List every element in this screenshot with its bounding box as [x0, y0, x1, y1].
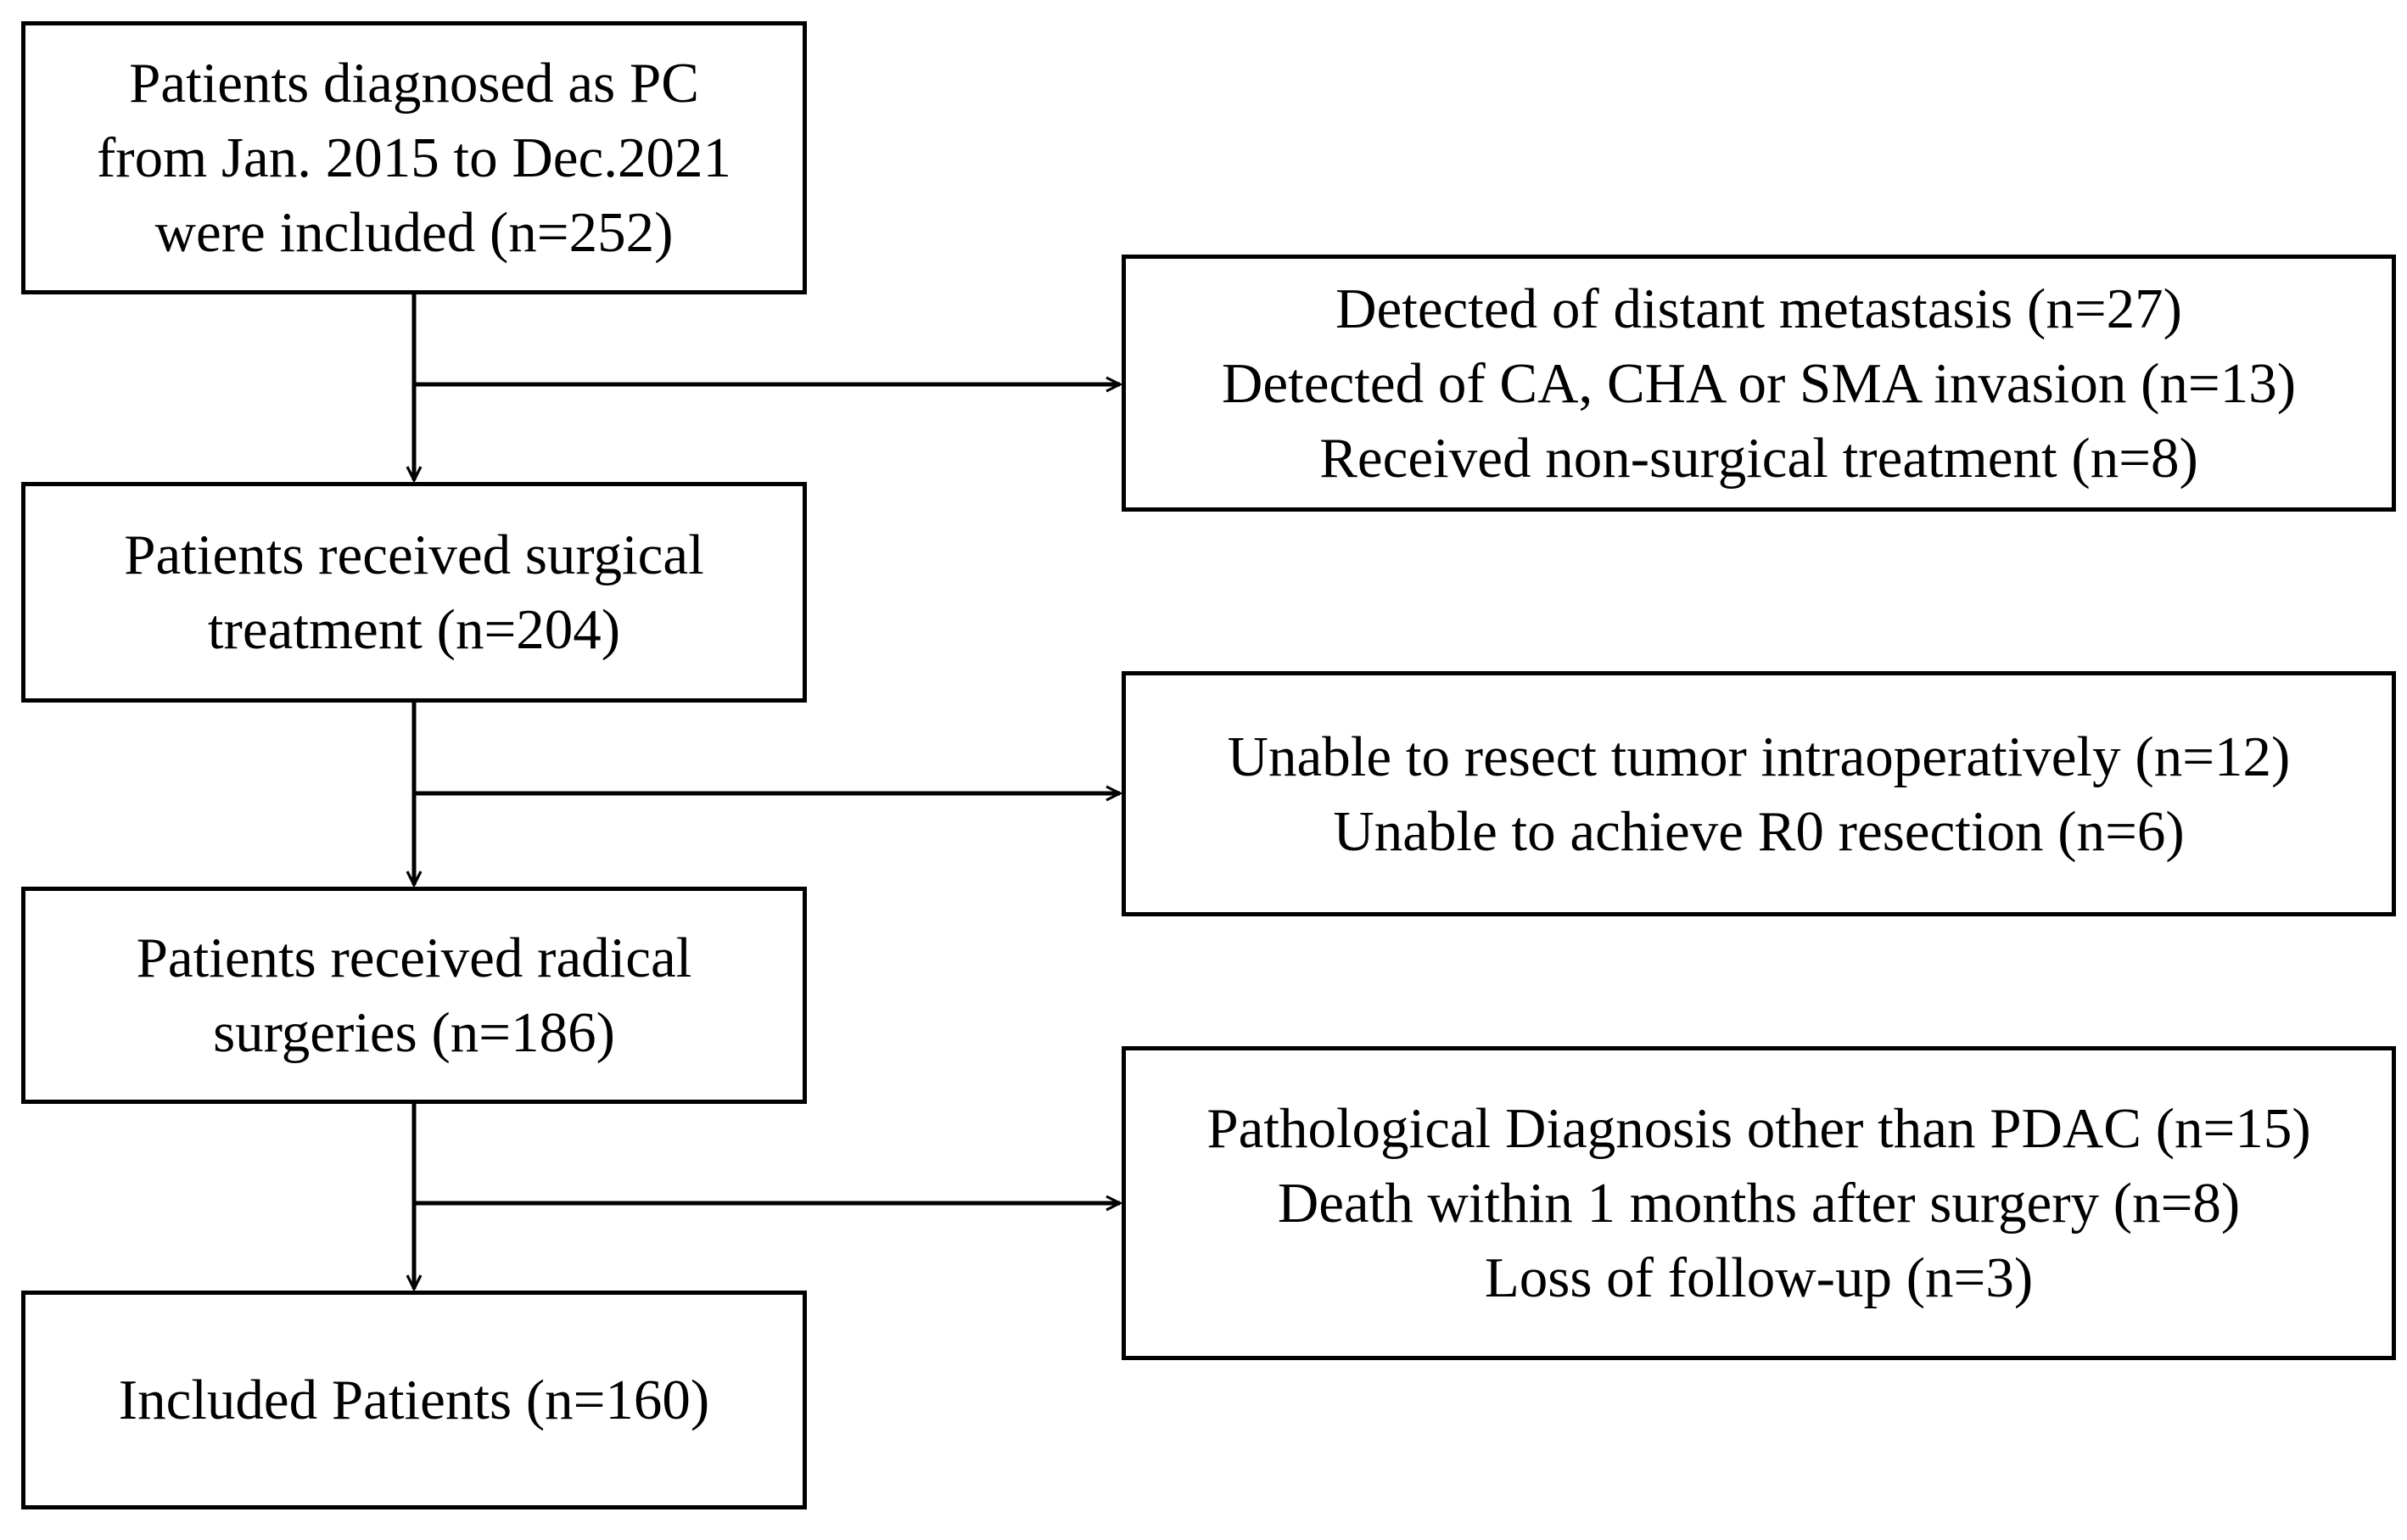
exclusion-box-intraoperative-line-2: Unable to achieve R0 resection (n=6): [1333, 799, 2185, 863]
step-box-included-line-1: Included Patients (n=160): [118, 1369, 710, 1431]
exclusion-box-postoperative-line-3: Loss of follow-up (n=3): [1484, 1246, 2034, 1309]
exclusion-box-intraoperative: Unable to resect tumor intraoperatively …: [1122, 671, 2396, 916]
step-box-surgical-line-1: Patients received surgical: [124, 524, 704, 586]
step-box-surgical: Patients received surgical treatment (n=…: [21, 482, 807, 703]
step-box-radical: Patients received radical surgeries (n=1…: [21, 887, 807, 1104]
exclusion-box-postoperative: Pathological Diagnosis other than PDAC (…: [1122, 1046, 2396, 1360]
exclusion-box-preoperative-line-1: Detected of distant metastasis (n=27): [1335, 277, 2182, 340]
step-box-enrolled-line-2: from Jan. 2015 to Dec.2021: [96, 126, 732, 189]
step-box-surgical-line-2: treatment (n=204): [207, 598, 621, 661]
step-box-radical-line-2: surgeries (n=186): [213, 1001, 615, 1064]
step-box-enrolled-line-3: were included (n=252): [154, 201, 674, 264]
exclusion-box-postoperative-line-1: Pathological Diagnosis other than PDAC (…: [1206, 1097, 2311, 1160]
step-box-enrolled-line-1: Patients diagnosed as PC: [129, 52, 699, 115]
exclusion-box-preoperative-line-2: Detected of CA, CHA or SMA invasion (n=1…: [1222, 351, 2296, 415]
exclusion-box-intraoperative-line-1: Unable to resect tumor intraoperatively …: [1227, 725, 2291, 788]
exclusion-box-postoperative-line-2: Death within 1 months after surgery (n=8…: [1277, 1172, 2241, 1235]
exclusion-box-preoperative-line-3: Received non-surgical treatment (n=8): [1319, 426, 2198, 490]
exclusion-box-preoperative: Detected of distant metastasis (n=27) De…: [1122, 255, 2396, 512]
step-box-radical-line-1: Patients received radical: [136, 927, 692, 989]
step-box-included: Included Patients (n=160): [21, 1291, 807, 1509]
step-box-enrolled: Patients diagnosed as PC from Jan. 2015 …: [21, 21, 807, 294]
